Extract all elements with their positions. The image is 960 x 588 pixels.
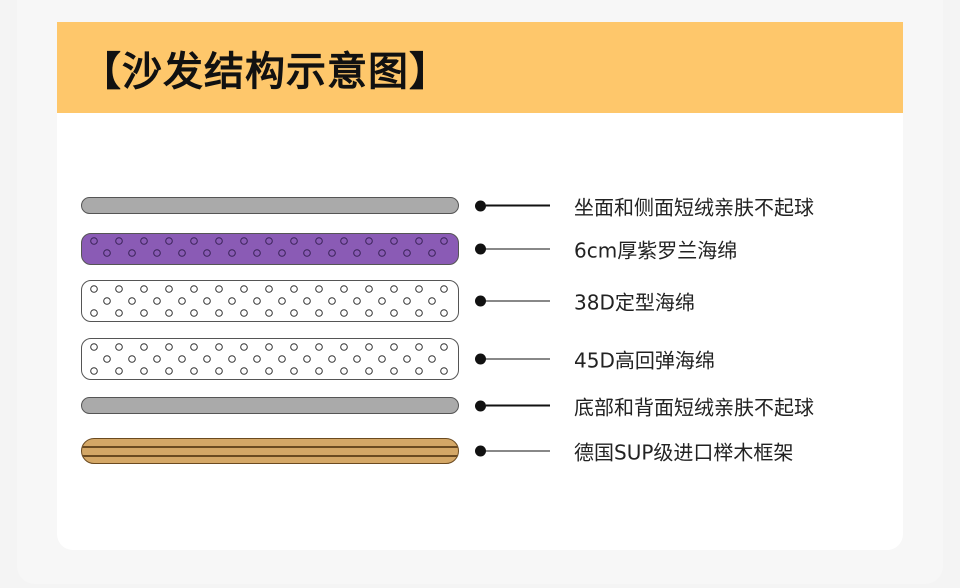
pointer-dot (475, 200, 486, 211)
layer-label: 底部和背面短绒亲肤不起球 (574, 395, 814, 419)
pointer-line (486, 358, 550, 360)
seat-fabric-layer (81, 197, 459, 214)
callout-pointer (475, 295, 550, 307)
pointer-dot (475, 295, 486, 307)
pointer-line (486, 248, 550, 250)
layer-label: 45D高回弹海绵 (574, 348, 715, 373)
diagram-card: 【沙发结构示意图】 坐面和侧面短绒亲肤不起球 6cm厚紫罗兰海绵 38D定型海绵 45… (57, 22, 903, 550)
page-title: 【沙发结构示意图】 (81, 48, 450, 95)
callout-pointer (475, 400, 550, 411)
layer-label: 德国SUP级进口榉木框架 (574, 440, 794, 465)
pointer-dot (475, 445, 486, 457)
pointer-dot (475, 243, 486, 255)
layer-label: 38D定型海绵 (574, 290, 695, 315)
layer-label: 坐面和侧面短绒亲肤不起球 (574, 195, 814, 219)
bottom-fabric-layer (81, 397, 459, 414)
callout-pointer (475, 243, 550, 255)
shaping-foam-layer (81, 280, 459, 322)
high-resilience-foam-layer (81, 338, 459, 380)
violet-foam-layer (81, 233, 459, 265)
pointer-line (486, 204, 550, 207)
callout-pointer (475, 353, 550, 365)
layer-label: 6cm厚紫罗兰海绵 (574, 238, 738, 263)
pointer-dot (475, 353, 486, 365)
pointer-dot (475, 400, 486, 411)
pointer-line (486, 450, 550, 452)
callout-pointer (475, 200, 550, 211)
header-banner: 【沙发结构示意图】 (57, 22, 903, 113)
pointer-line (486, 300, 550, 302)
pointer-line (486, 404, 550, 407)
wood-frame-layer (81, 438, 459, 464)
callout-pointer (475, 445, 550, 457)
